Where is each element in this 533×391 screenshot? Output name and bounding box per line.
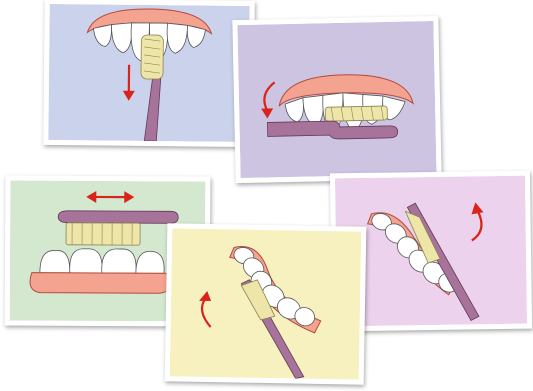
step-card-1 <box>43 0 255 147</box>
toothbrush-bristles <box>325 106 387 121</box>
step-1-illustration <box>48 4 249 142</box>
step-card-5 <box>165 223 367 384</box>
step-5-panel <box>170 228 362 379</box>
step-1-panel <box>48 4 249 142</box>
toothbrush-handle <box>58 211 178 224</box>
step-2-panel <box>237 21 436 178</box>
step-5-illustration <box>170 228 362 379</box>
step-card-2 <box>232 16 441 183</box>
lower-gum <box>30 273 172 294</box>
toothbrush-bristles <box>66 223 140 245</box>
step-2-illustration <box>237 21 436 178</box>
